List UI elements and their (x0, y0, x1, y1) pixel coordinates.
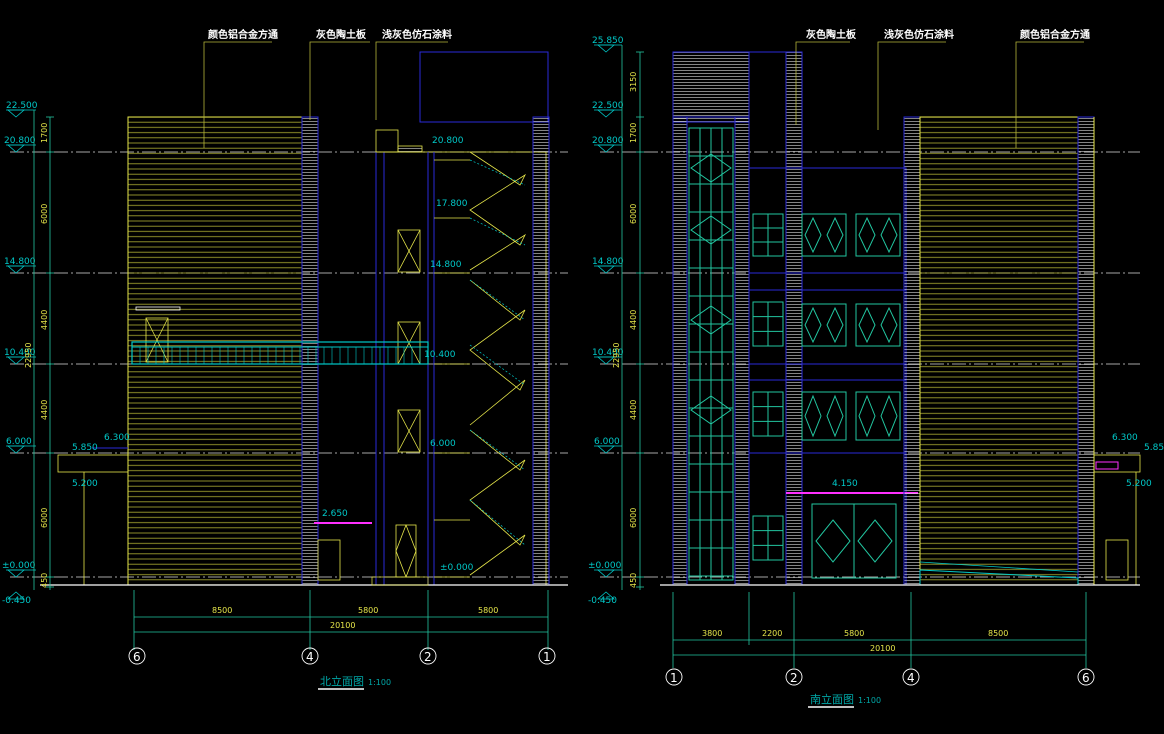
south-dim-20100: 20100 (870, 644, 895, 653)
south-dim-6000a: 6000 (629, 204, 638, 224)
north-axis-4: 4 (306, 650, 314, 664)
north-inner-level-20800: 20.800 (432, 136, 464, 146)
south-dim-8500: 8500 (988, 629, 1008, 638)
north-level-5850: 5.850 (72, 443, 98, 453)
north-axis-6: 6 (133, 650, 141, 664)
south-elevation-title: 南立面图 (810, 692, 854, 706)
north-level-2650: 2.650 (322, 509, 348, 519)
north-level-6000: 6.000 (6, 437, 32, 447)
south-axis-6: 6 (1082, 671, 1090, 685)
south-elevation: 4.150 灰色陶土板 浅灰色仿石涂料 颜色铝合金方通 (588, 28, 1164, 708)
north-level-20800: 20.800 (4, 136, 36, 146)
north-inner-level-17800: 17.800 (436, 199, 468, 209)
north-level-minus450: -0.450 (2, 596, 31, 606)
south-dim-5800: 5800 (844, 629, 864, 638)
south-canopy-level: 4.150 (832, 479, 858, 489)
south-level-6300: 6.300 (1112, 433, 1138, 443)
north-callout-aluminium: 颜色铝合金方通 (208, 28, 278, 41)
north-callout-stone-paint: 浅灰色仿石涂料 (382, 28, 452, 41)
north-level-10400: 10.400 (4, 348, 36, 358)
north-dim-total-height: 22950 (24, 343, 33, 368)
south-window-sets (752, 213, 901, 579)
north-aluminium-louver-wall (127, 116, 303, 586)
north-dim-1700: 1700 (40, 123, 49, 143)
south-dim-3150: 3150 (629, 72, 638, 92)
south-dim-2200: 2200 (762, 629, 782, 638)
north-stair-flights (434, 151, 527, 578)
north-dim-5800b: 5800 (478, 606, 498, 615)
south-level-6000: 6.000 (594, 437, 620, 447)
north-dim-20100: 20100 (330, 621, 355, 630)
south-terracotta-column (785, 51, 803, 586)
north-level-5200: 5.200 (72, 479, 98, 489)
south-axis-bubbles (665, 668, 1095, 686)
north-axis-1: 1 (543, 650, 551, 664)
south-dim-4400a: 4400 (629, 310, 638, 330)
south-callout-terracotta: 灰色陶土板 (806, 28, 857, 41)
south-stair-tower-top (672, 51, 750, 123)
north-dim-450: 450 (40, 573, 49, 588)
south-callout-aluminium: 颜色铝合金方通 (1020, 28, 1090, 41)
south-elevation-scale: 1:100 (858, 696, 881, 705)
south-right-column (1077, 116, 1095, 586)
north-elevation-title: 北立面图 (320, 674, 364, 688)
south-vertical-dimensions: 3150 1700 6000 4400 4400 6000 450 22950 (612, 45, 644, 590)
north-inner-levels: 20.800 17.800 14.800 10.400 6.000 ±0.000… (104, 136, 474, 573)
south-axis-1: 1 (670, 671, 678, 685)
south-dim-3800: 3800 (702, 629, 722, 638)
south-curtain-wall-grid (688, 127, 734, 581)
north-dim-4400a: 4400 (40, 310, 49, 330)
south-dim-total-height: 22950 (612, 343, 621, 368)
north-inner-level-6000: 6.000 (430, 439, 456, 449)
south-axis-2: 2 (790, 671, 798, 685)
north-elevation-scale: 1:100 (368, 678, 391, 687)
north-axis-bubbles (128, 647, 556, 665)
south-aluminium-louver-wall (919, 116, 1079, 586)
north-dim-6000b: 6000 (40, 508, 49, 528)
north-dim-6000a: 6000 (40, 204, 49, 224)
south-level-10400: 10.400 (592, 348, 624, 358)
south-level-minus450: -0.450 (588, 596, 617, 606)
north-entrance-door (395, 524, 417, 578)
south-callout-stone-paint: 浅灰色仿石涂料 (884, 28, 954, 41)
south-terracotta-axis4 (903, 116, 921, 586)
north-level-22500: 22.500 (6, 101, 38, 111)
north-dim-8500: 8500 (212, 606, 232, 615)
north-inner-level-14800: 14.800 (430, 260, 462, 270)
north-dim-5800a: 5800 (358, 606, 378, 615)
south-dim-1700: 1700 (629, 123, 638, 143)
north-right-column (532, 116, 550, 586)
south-level-585: 5.85 (1144, 443, 1164, 453)
north-level-14800: 14.800 (4, 257, 36, 267)
south-level-20800: 20.800 (592, 136, 624, 146)
south-axis-4: 4 (907, 671, 915, 685)
north-inner-level-10400: 10.400 (424, 350, 456, 360)
north-horizontal-dimensions (133, 590, 549, 650)
south-level-22500: 22.500 (592, 101, 624, 111)
south-level-0000: ±0.000 (588, 561, 622, 571)
north-callouts (203, 41, 448, 148)
south-level-5200: 5.200 (1126, 479, 1152, 489)
south-dim-4400b: 4400 (629, 400, 638, 420)
south-dim-450: 450 (629, 573, 638, 588)
south-dim-6000b: 6000 (629, 508, 638, 528)
north-axis-2: 2 (424, 650, 432, 664)
north-dim-4400b: 4400 (40, 400, 49, 420)
north-callout-terracotta: 灰色陶土板 (316, 28, 367, 41)
north-inner-level-0000: ±0.000 (440, 563, 474, 573)
north-level-markers: 22.500 20.800 14.800 10.400 6.000 5.850 … (2, 101, 98, 606)
south-level-14800: 14.800 (592, 257, 624, 267)
north-level-6300: 6.300 (104, 433, 130, 443)
north-upper-box (419, 51, 549, 123)
south-callouts (795, 41, 1084, 148)
north-terracotta-band (301, 116, 319, 586)
south-level-25850: 25.850 (592, 36, 624, 46)
north-level-0000: ±0.000 (2, 561, 36, 571)
north-elevation: 颜色铝合金方通 灰色陶土板 浅灰色仿石涂料 22.500 20.800 14.8… (2, 28, 568, 690)
north-bridge-corridor (131, 306, 429, 365)
south-horizontal-dimensions (672, 592, 1087, 668)
north-vertical-dimensions: 1700 6000 4400 4400 6000 450 22950 (24, 110, 54, 590)
south-level-markers: 25.850 22.500 20.800 14.800 10.400 6.000… (588, 36, 1164, 606)
